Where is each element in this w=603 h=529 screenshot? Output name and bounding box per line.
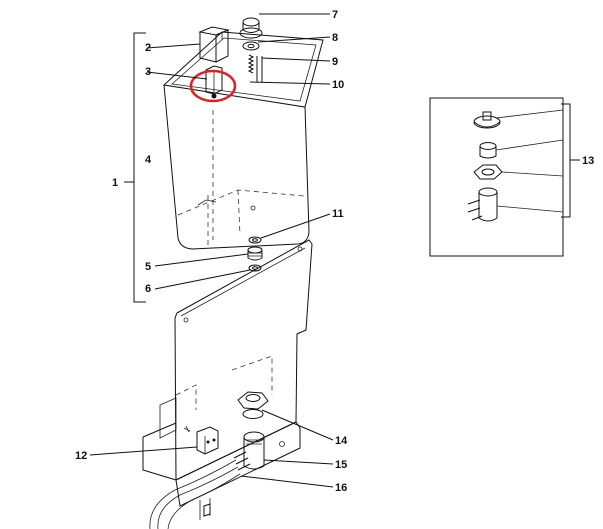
part-3-fitting (146, 65, 237, 103)
part-12-switch (89, 425, 219, 456)
callout-2: 2 (145, 42, 151, 54)
part-15-valve (243, 431, 334, 470)
callout-4: 4 (145, 154, 152, 166)
callout-1: 1 (112, 177, 118, 189)
callout-9: 9 (332, 56, 338, 68)
mounting-plate (142, 239, 313, 507)
callout-13: 13 (582, 155, 594, 167)
part-11-oring (248, 213, 331, 244)
callout-16: 16 (335, 482, 347, 494)
callout-5: 5 (145, 261, 151, 273)
callout-14: 14 (335, 435, 348, 447)
part-8-washer (242, 36, 331, 51)
callout-10: 10 (332, 79, 344, 91)
water-tank (162, 31, 324, 250)
part-10-rod (249, 81, 331, 85)
group-1-bracket (124, 32, 146, 303)
part-9-spring (247, 54, 331, 82)
callout-12: 12 (75, 450, 87, 462)
callout-8: 8 (332, 32, 338, 44)
callout-3: 3 (145, 66, 151, 78)
part-2-switch-block (146, 26, 230, 63)
part-5-coupling (154, 246, 263, 267)
part-16-tubes (149, 451, 334, 529)
callout-7: 7 (332, 9, 338, 21)
part-6-washer (154, 264, 262, 290)
callout-11: 11 (332, 208, 344, 220)
callout-15: 15 (335, 459, 347, 471)
callout-6: 6 (145, 283, 151, 295)
detail-box-13 (429, 97, 580, 257)
highlight-circle (189, 69, 237, 103)
part-7-cap (239, 13, 330, 39)
part-14-nut (237, 391, 334, 441)
callout-labels: 1 2 3 4 5 6 7 8 9 10 11 12 13 14 15 16 (75, 9, 594, 494)
